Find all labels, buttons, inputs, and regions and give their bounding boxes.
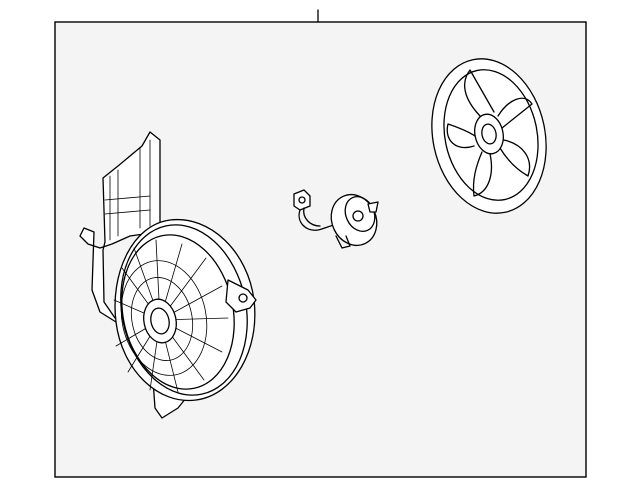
fan-hub — [474, 113, 504, 155]
shroud-mount-tab — [225, 279, 257, 313]
fan-motor — [293, 189, 379, 249]
fan-shroud-assembly — [79, 131, 257, 419]
motor-connector — [293, 189, 311, 211]
guard-ring-outer — [120, 260, 208, 376]
shroud-ribs — [109, 139, 151, 241]
motor-bracket — [335, 235, 351, 249]
guard-ring-mid — [130, 277, 194, 361]
hub-center — [150, 307, 170, 335]
fan-blade-2 — [497, 97, 533, 129]
shroud-frame — [79, 131, 191, 419]
shroud-cross-ribs — [104, 195, 151, 215]
mount-hole — [238, 293, 248, 303]
connector-pin — [298, 196, 306, 204]
fan-blade-5 — [446, 123, 479, 149]
fan-blade — [431, 58, 547, 214]
shroud-ring — [114, 218, 256, 402]
motor-wire-2 — [303, 207, 321, 227]
fan-inner-ring — [443, 69, 539, 201]
motor-mount-ear — [367, 201, 379, 213]
guard-hub — [143, 298, 177, 344]
fan-blade-1 — [464, 69, 495, 119]
fan-blade-3 — [499, 139, 531, 177]
motor-shaft — [352, 210, 364, 222]
fan-blade-4 — [472, 151, 493, 197]
fan-hub-center — [481, 123, 497, 145]
